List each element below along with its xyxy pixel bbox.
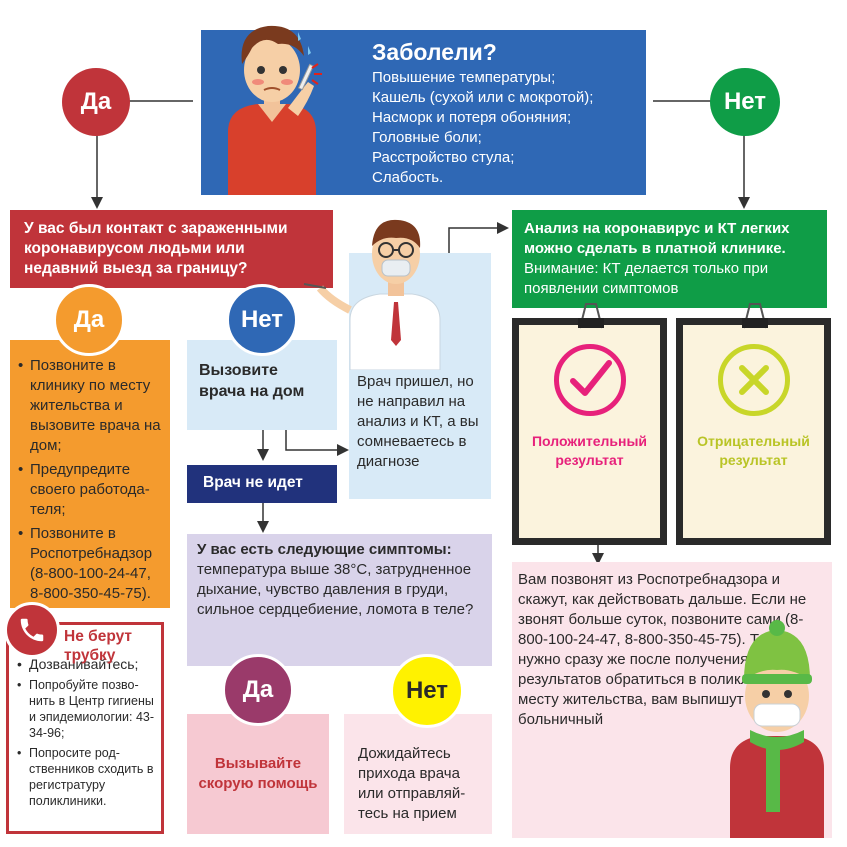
no-badge-top: Нет bbox=[710, 68, 780, 136]
advice-item: Позвоните в клинику по месту житель­ства… bbox=[18, 356, 162, 456]
doctor-came-box bbox=[349, 253, 491, 499]
check-icon bbox=[554, 344, 626, 416]
check-glyph bbox=[570, 360, 612, 396]
no-answer-item: Попробуйте позво­нить в Центр гигие­ны и… bbox=[17, 677, 155, 741]
call-doctor-box: Вызовите врача на дом bbox=[187, 340, 337, 430]
symptoms-box-bold: У вас есть следующие симптомы: bbox=[197, 541, 452, 558]
clinic-box-note: Внимание: КТ делается только при появлен… bbox=[524, 260, 769, 297]
cross-glyph bbox=[739, 365, 769, 395]
call-doctor-text: Вызовите врача на дом bbox=[199, 362, 305, 400]
page-title: Заболели? bbox=[372, 39, 497, 65]
phone-icon bbox=[4, 602, 60, 658]
positive-result-label: Положительный результат bbox=[531, 433, 648, 468]
wait-doctor-text: Дожидайтесь прихода врача или отправляй­… bbox=[358, 745, 466, 822]
symptom-item: Слабость. bbox=[372, 169, 444, 186]
symptoms-box: У вас есть следующие симптомы: температу… bbox=[187, 534, 492, 666]
masked-person-icon bbox=[730, 620, 824, 838]
sick-person-icon bbox=[228, 25, 322, 195]
doctor-not-coming-text: Врач не идет bbox=[203, 474, 303, 491]
contact-question-text: У вас был контакт с зараженными коронави… bbox=[24, 220, 288, 277]
doctor-icon bbox=[303, 219, 441, 370]
symptom-item: Насморк и потеря обоняния; bbox=[372, 109, 572, 126]
yes-badge-bottom: Да bbox=[222, 654, 294, 726]
clinic-box: Анализ на коронавирус и КТ легких можно … bbox=[512, 210, 827, 308]
final-info-text: Вам позвонят из Роспотребнадзора и скажу… bbox=[518, 571, 810, 728]
contact-question: У вас был контакт с зараженными коронави… bbox=[10, 210, 333, 288]
header-text: Заболели? Повышение температуры; Кашель … bbox=[372, 38, 642, 188]
no-answer-item: Дозванивайтесь; bbox=[17, 655, 155, 673]
doctor-came-text: Врач пришел, но не напра­вил на анализ и… bbox=[357, 373, 479, 470]
symptom-item: Головные боли; bbox=[372, 129, 482, 146]
advice-item: Предупредите своего работода­теля; bbox=[18, 460, 162, 520]
no-answer-title: Не берут трубку bbox=[64, 628, 132, 664]
symptom-item: Кашель (сухой или с мокротой); bbox=[372, 89, 594, 106]
symptoms-box-text: температура выше 38°С, затрудненное дыха… bbox=[197, 561, 474, 618]
yes-badge-top: Да bbox=[62, 68, 130, 136]
orange-advice-box: Позвоните в клинику по месту житель­ства… bbox=[10, 340, 170, 608]
yes-badge-left: Да bbox=[53, 284, 125, 356]
phone-glyph bbox=[20, 618, 44, 642]
no-badge-mid: Нет bbox=[226, 284, 298, 356]
negative-result-label: Отрицательный результат bbox=[697, 433, 810, 468]
ambulance-text: Вызывайте скорую помощь bbox=[198, 755, 318, 792]
symptom-item: Повышение температуры; bbox=[372, 69, 556, 86]
clinic-box-bold: Анализ на коронавирус и КТ легких можно … bbox=[524, 220, 790, 257]
clip-icon bbox=[742, 303, 768, 329]
doctor-not-coming: Врач не идет bbox=[187, 465, 337, 503]
advice-item: Позвоните в Роспотребнадзор (8-800-100-2… bbox=[18, 524, 162, 604]
cross-icon bbox=[718, 344, 790, 416]
wait-doctor-box: Дожидайтесь прихода врача или отправляй­… bbox=[344, 714, 492, 834]
ambulance-box: Вызывайте скорую помощь bbox=[187, 714, 329, 834]
no-badge-bottom: Нет bbox=[390, 654, 464, 728]
clip-icon bbox=[578, 303, 604, 329]
symptom-item: Расстройство стула; bbox=[372, 149, 515, 166]
no-answer-box: Дозванивайтесь; Попробуйте позво­нить в … bbox=[6, 622, 164, 834]
no-answer-item: Попросите род­ственников схо­дить в реги… bbox=[17, 745, 155, 809]
